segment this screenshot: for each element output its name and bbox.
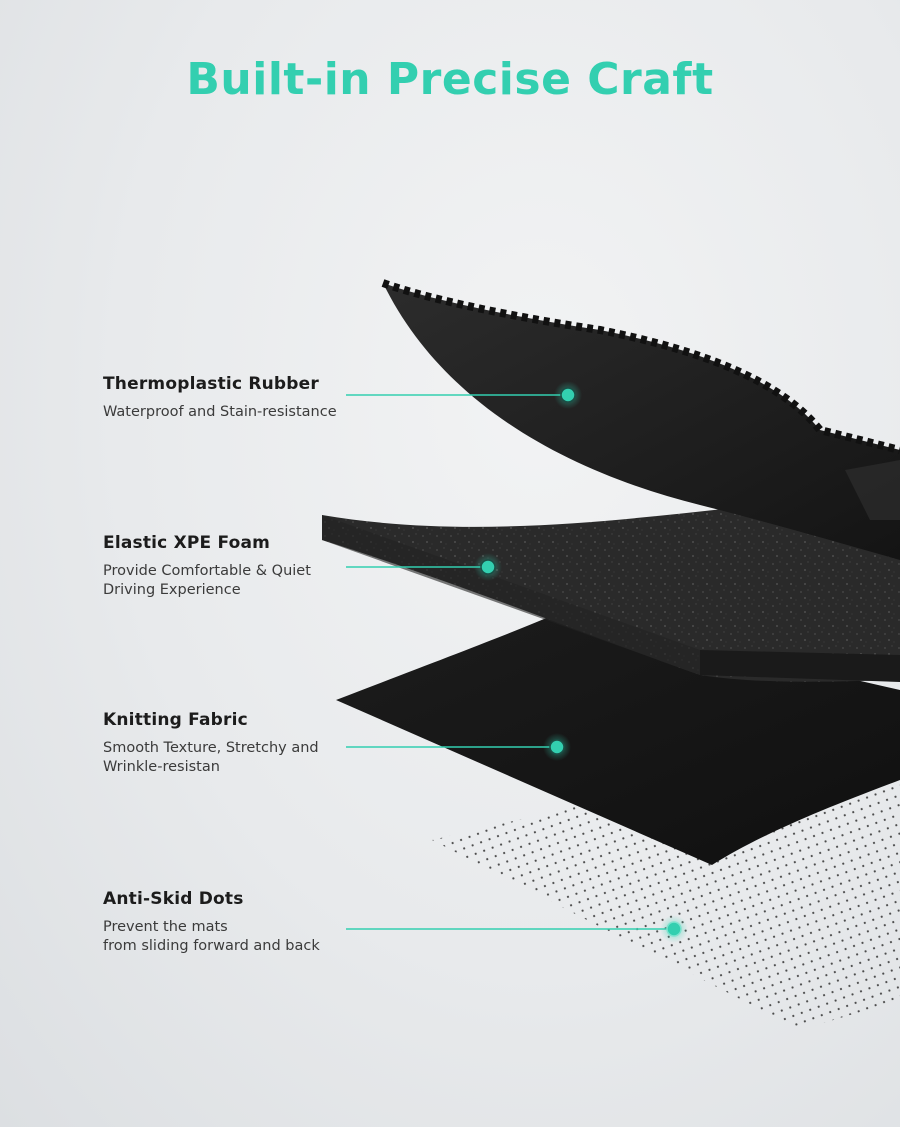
fabric-callout-dot (543, 733, 571, 761)
layer-label-fabric: Knitting Fabric Smooth Texture, Stretchy… (103, 710, 363, 777)
layer-description: Waterproof and Stain-resistance (103, 403, 363, 422)
layer-description: Smooth Texture, Stretchy and Wrinkle-res… (103, 739, 363, 777)
layer-title: Anti-Skid Dots (103, 889, 363, 909)
layer-description: Provide Comfortable & Quiet Driving Expe… (103, 562, 363, 600)
rubber-callout-dot (554, 381, 582, 409)
layer-label-dots: Anti-Skid Dots Prevent the mats from sli… (103, 889, 363, 956)
layer-title: Thermoplastic Rubber (103, 374, 363, 394)
layer-label-foam: Elastic XPE Foam Provide Comfortable & Q… (103, 533, 363, 600)
foam-callout-dot (474, 553, 502, 581)
layer-title: Knitting Fabric (103, 710, 363, 730)
layer-title: Elastic XPE Foam (103, 533, 363, 553)
layer-description: Prevent the mats from sliding forward an… (103, 918, 363, 956)
layer-label-rubber: Thermoplastic Rubber Waterproof and Stai… (103, 374, 363, 422)
dots-callout-dot (660, 915, 688, 943)
